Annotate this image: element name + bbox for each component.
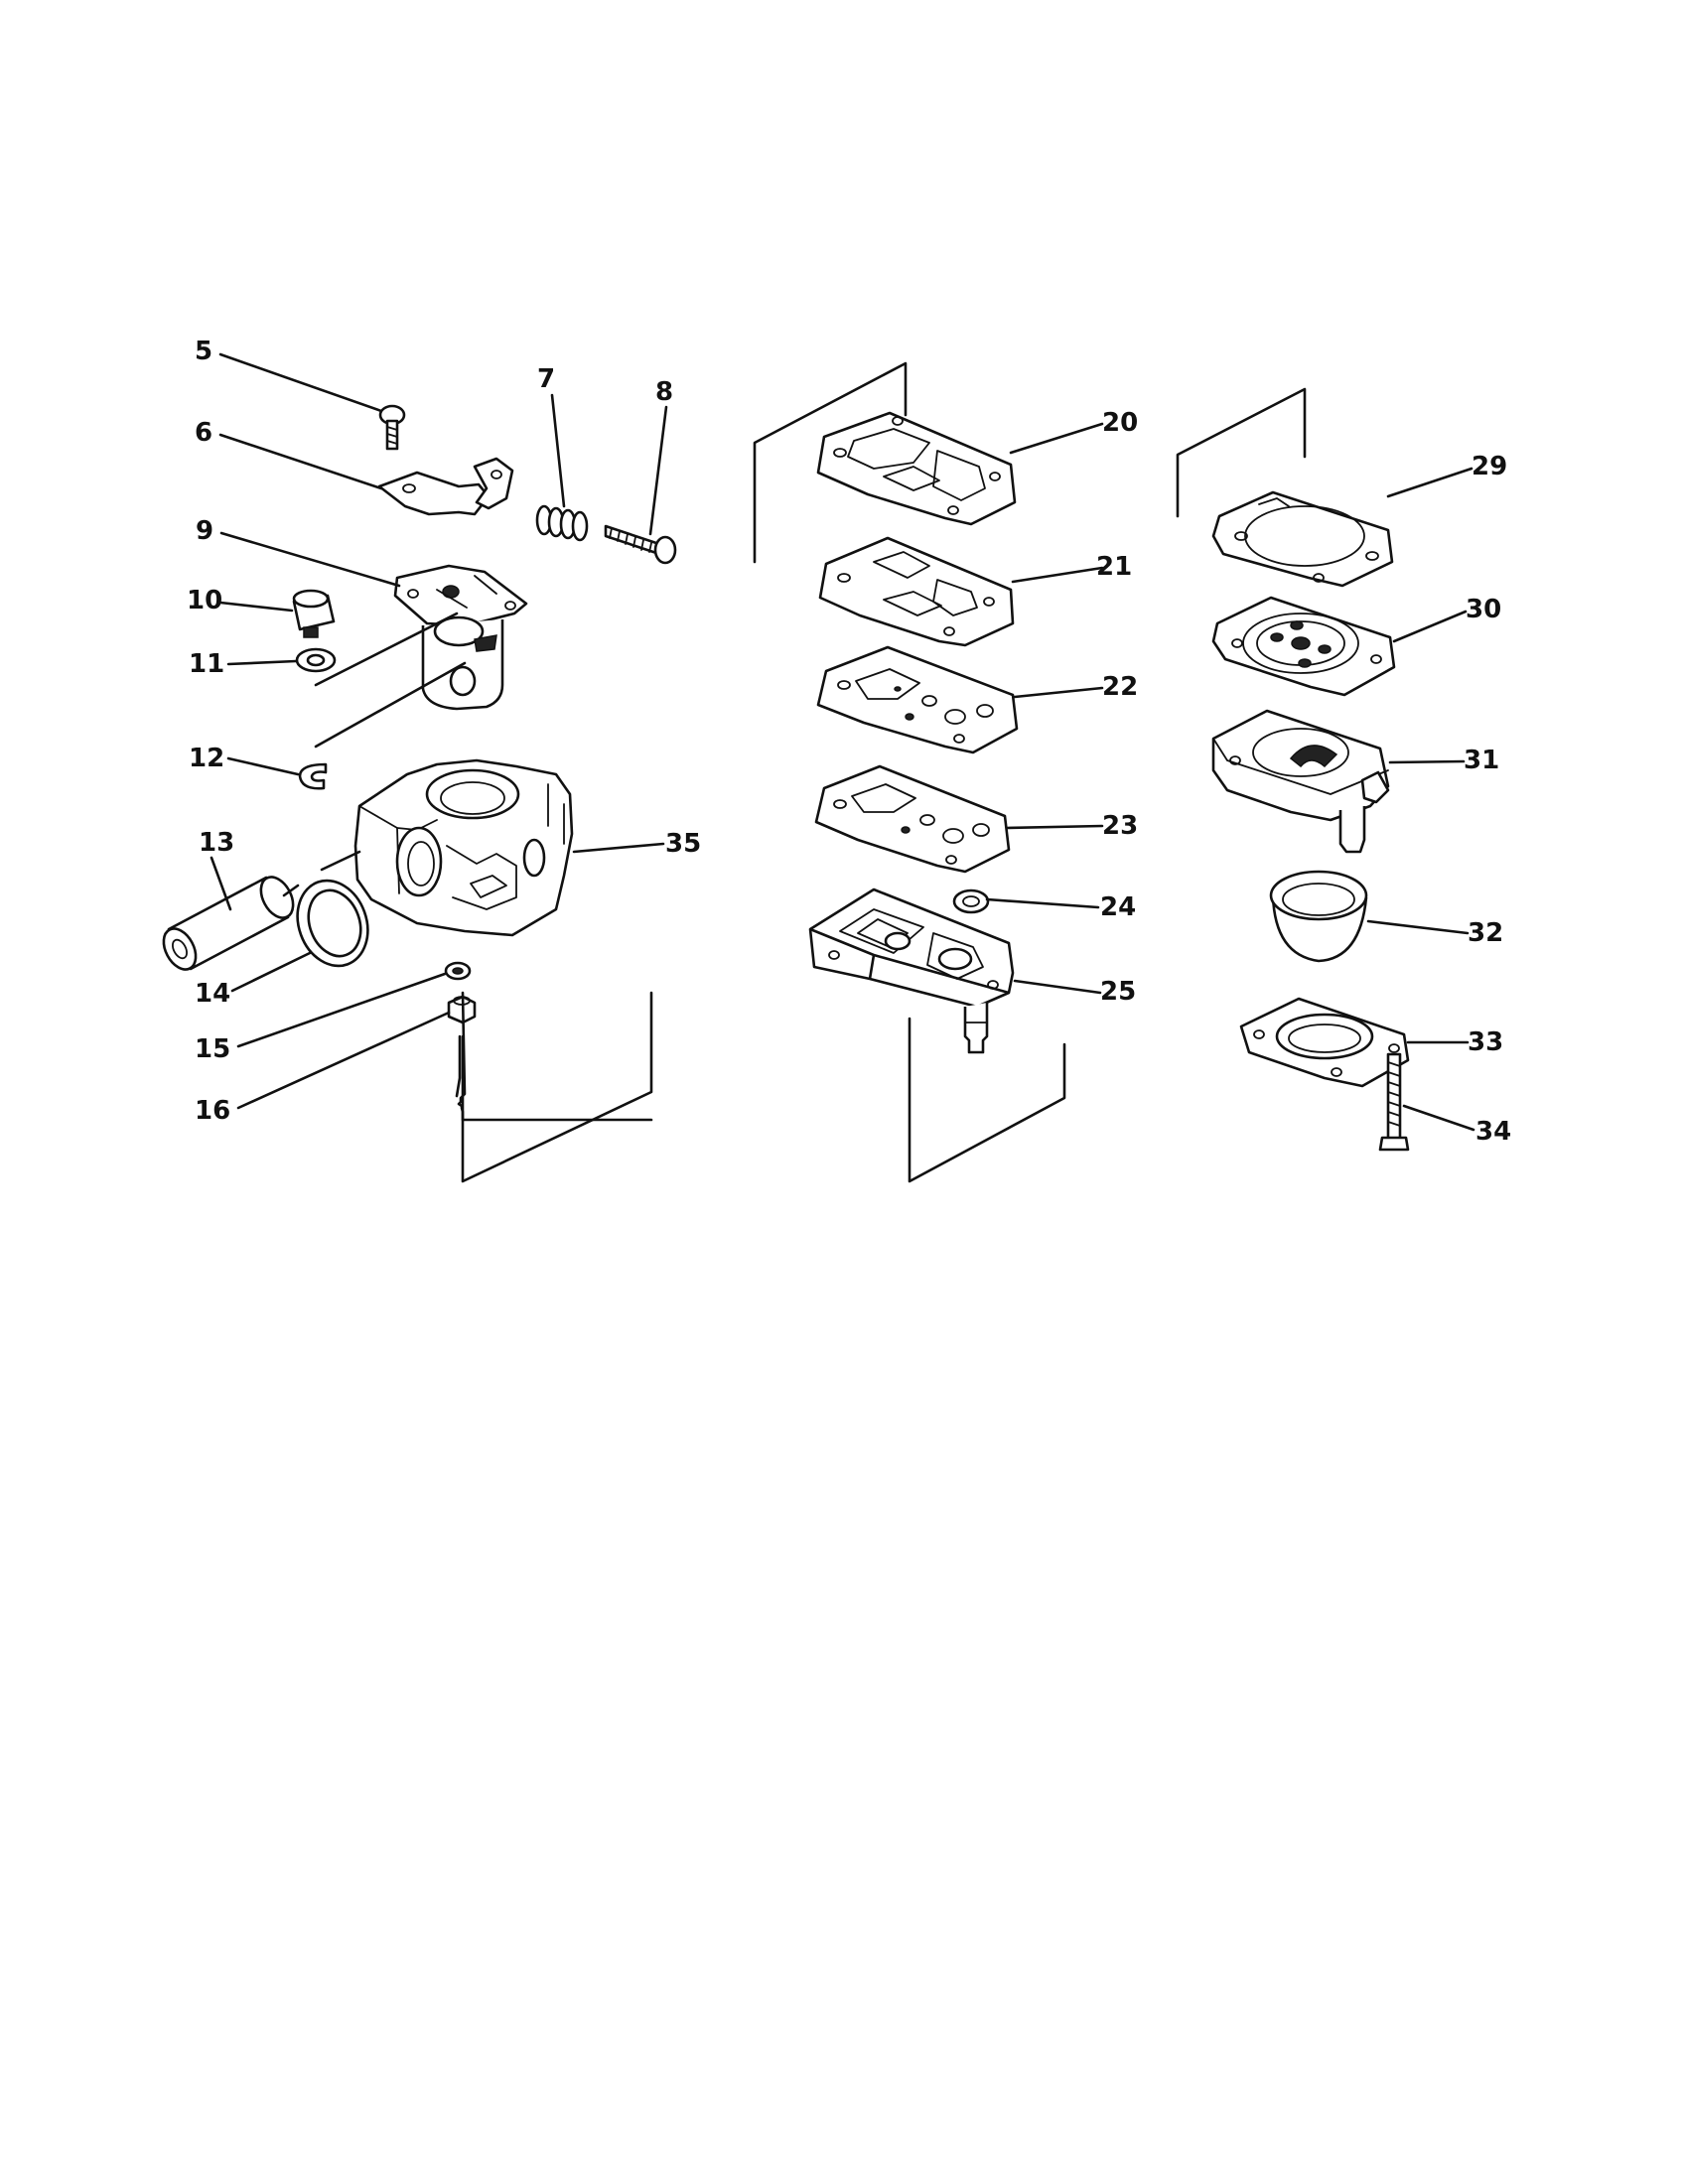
part-5-screw [378, 404, 406, 451]
leader-25 [1013, 979, 1102, 995]
leader-10 [218, 601, 294, 613]
part-6-bracket [377, 457, 514, 516]
part-9-throttle-assembly [393, 564, 528, 711]
leader-6 [218, 433, 383, 490]
connector-9-11 [314, 612, 459, 687]
group-bracket-left-frame [461, 991, 653, 1183]
leader-13 [210, 856, 232, 911]
leader-7 [550, 393, 566, 508]
label-15: 15 [195, 1034, 230, 1064]
leader-30 [1392, 610, 1468, 643]
part-25-pump-body [808, 887, 1015, 1054]
part-21-diaphragm [818, 536, 1015, 647]
label-13: 13 [199, 828, 234, 858]
label-25: 25 [1100, 977, 1136, 1007]
label-32: 32 [1468, 918, 1503, 948]
label-11: 11 [189, 649, 224, 679]
part-29-gasket [1211, 490, 1394, 588]
group-bracket-middle-top [753, 361, 908, 564]
leader-31 [1388, 759, 1466, 764]
label-31: 31 [1464, 746, 1499, 775]
leader-12 [226, 756, 300, 776]
leader-14 [230, 951, 312, 993]
part-12-clip [298, 762, 328, 790]
leader-24 [985, 897, 1100, 909]
leader-15 [236, 972, 447, 1048]
part-35-carburetor-body [353, 758, 574, 937]
leader-5 [218, 352, 383, 413]
part-10-cap [292, 589, 336, 638]
label-5: 5 [195, 337, 212, 366]
leader-29 [1386, 467, 1474, 498]
leader-11 [226, 659, 298, 666]
leader-8 [648, 405, 668, 536]
group-bracket-left [457, 991, 653, 1122]
part-30-metering-diaphragm [1211, 596, 1396, 697]
part-22-plate [816, 645, 1019, 754]
part-13-tube [162, 876, 295, 971]
group-bracket-right-top [1176, 387, 1307, 518]
part-33-retainer [1239, 997, 1410, 1088]
leader-16 [236, 1011, 451, 1110]
label-6: 6 [195, 418, 212, 448]
label-16: 16 [195, 1096, 230, 1126]
label-10: 10 [187, 586, 222, 615]
label-34: 34 [1475, 1117, 1511, 1147]
label-29: 29 [1472, 452, 1507, 481]
label-20: 20 [1102, 408, 1138, 438]
label-9: 9 [196, 516, 213, 546]
label-22: 22 [1102, 672, 1138, 702]
part-15-oring [444, 961, 472, 981]
part-32-primer-bulb [1269, 870, 1368, 963]
part-34-screw [1378, 1052, 1410, 1152]
connector-13-14 [282, 884, 300, 897]
label-35: 35 [665, 829, 701, 859]
leader-23 [1005, 824, 1104, 830]
part-7-spring [535, 504, 589, 542]
label-24: 24 [1100, 892, 1136, 922]
part-23-gasket [814, 764, 1011, 874]
label-12: 12 [189, 744, 224, 773]
leader-22 [1013, 686, 1104, 699]
leader-35 [572, 842, 665, 854]
leader-34 [1402, 1104, 1475, 1132]
part-11-washer [295, 647, 337, 673]
part-24-seal [952, 888, 990, 914]
label-7: 7 [537, 364, 555, 394]
label-8: 8 [655, 377, 673, 407]
label-21: 21 [1096, 552, 1132, 582]
label-14: 14 [195, 979, 230, 1009]
leader-32 [1366, 919, 1470, 935]
group-bracket-middle-bottom [908, 1017, 1066, 1183]
group-bracket-left-line [455, 1034, 462, 1098]
part-14-ring [296, 879, 369, 968]
part-8-adjusting-screw [604, 524, 677, 565]
connector-9-12 [314, 661, 467, 749]
leader-21 [1011, 566, 1104, 584]
part-20-gasket [816, 411, 1017, 526]
label-33: 33 [1468, 1027, 1503, 1057]
label-23: 23 [1102, 811, 1138, 841]
connector-14-35 [320, 850, 361, 872]
leader-20 [1009, 422, 1104, 455]
leader-9 [219, 531, 401, 588]
part-31-cover [1211, 709, 1390, 854]
label-30: 30 [1466, 595, 1501, 624]
